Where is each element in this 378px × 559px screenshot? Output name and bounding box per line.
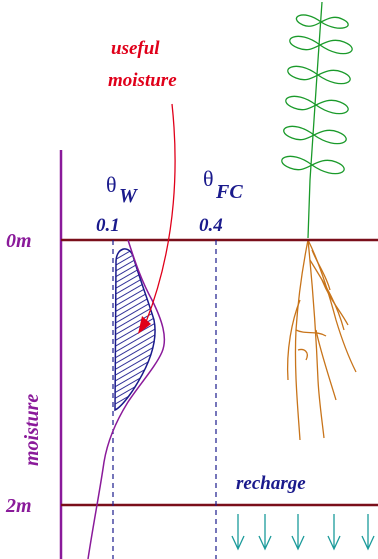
- field-capacity-value: 0.4: [199, 215, 223, 236]
- depth-label-2m: 2m: [5, 495, 32, 517]
- recharge-arrow-icon: [327, 514, 341, 551]
- useful-label-line1: useful: [111, 38, 160, 59]
- recharge-arrows: [231, 514, 375, 551]
- useful-moisture-region: [114, 248, 156, 412]
- field-capacity-theta-symbol: θ: [203, 166, 214, 191]
- useful-label-line2: moisture: [108, 70, 177, 91]
- roots-icon: [286, 239, 357, 441]
- wilting-value: 0.1: [96, 215, 120, 236]
- plant-icon: [281, 1, 353, 239]
- wilting-theta-symbol: θ: [106, 172, 117, 197]
- recharge-arrow-icon: [231, 514, 245, 551]
- axis-label-moisture: moisture: [21, 394, 43, 466]
- useful-moisture-arrow: [138, 103, 176, 334]
- field-capacity-subscript: FC: [215, 181, 243, 203]
- recharge-arrow-icon: [361, 514, 375, 551]
- wilting-subscript: W: [119, 185, 138, 207]
- recharge-arrow-icon: [291, 514, 305, 551]
- depth-label-0m: 0m: [6, 230, 32, 252]
- recharge-arrow-icon: [258, 514, 272, 551]
- moisture-profile-curve: [87, 239, 166, 559]
- recharge-label: recharge: [236, 473, 306, 494]
